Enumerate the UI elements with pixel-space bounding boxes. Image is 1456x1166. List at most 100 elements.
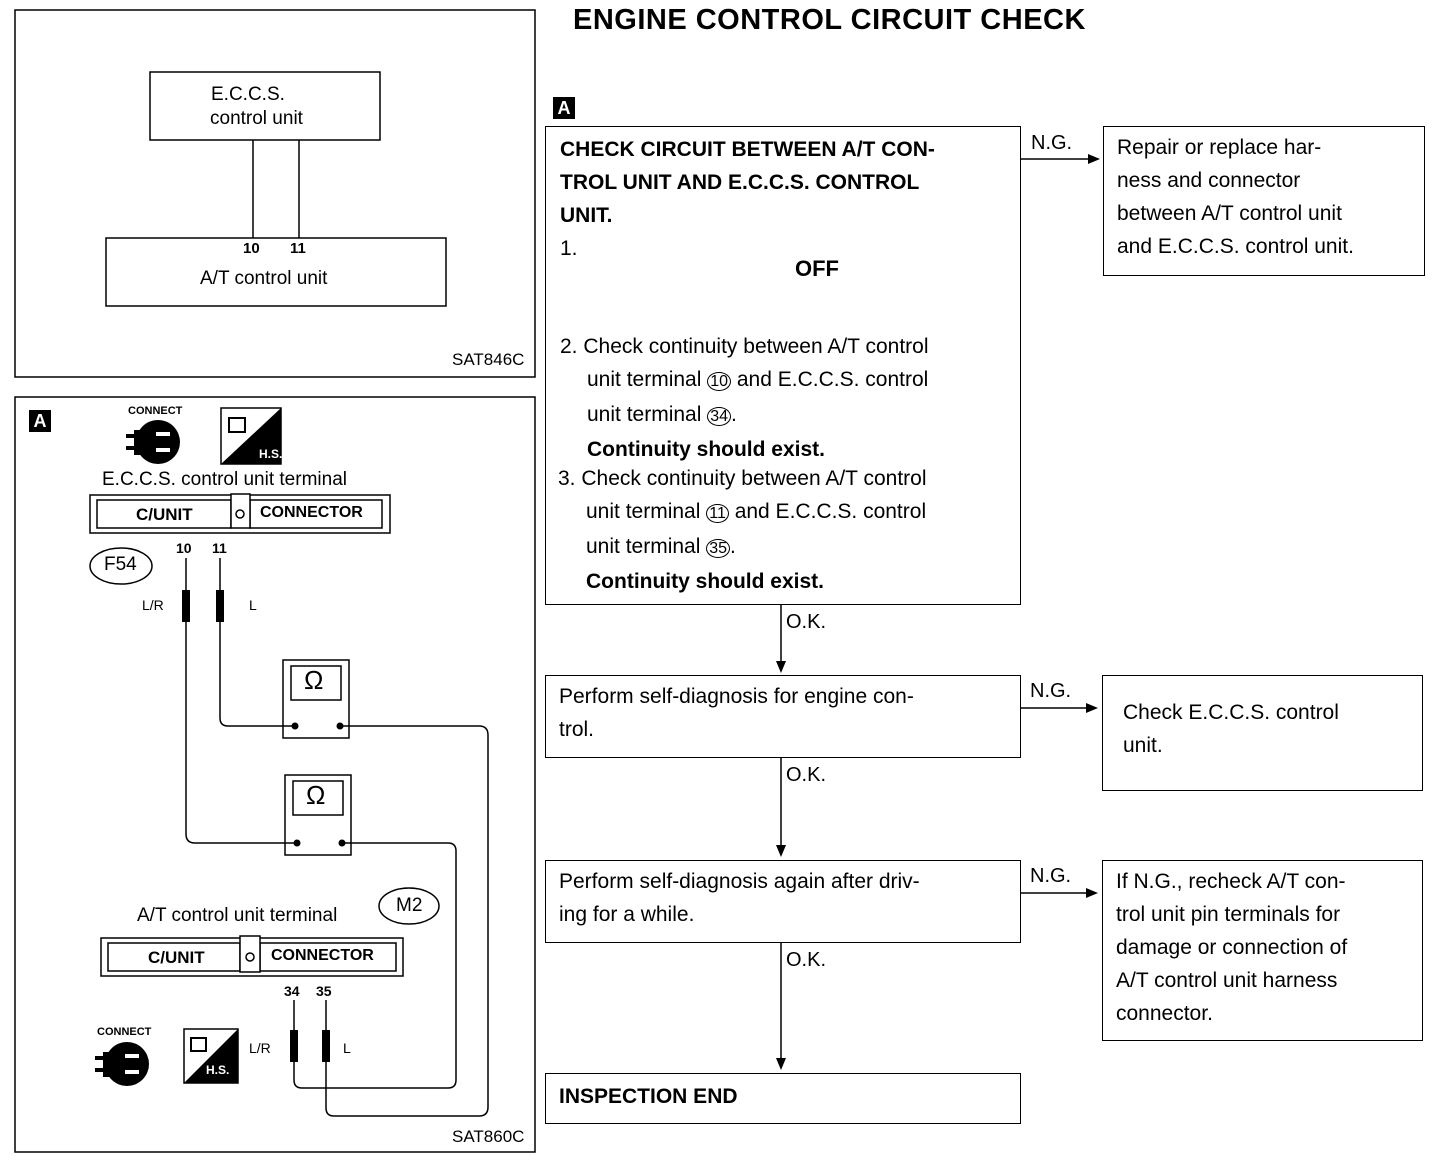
item3-terminal-35: 35 [706, 539, 731, 558]
ng3-line-1: If N.G., recheck A/T con- [1116, 870, 1346, 893]
ng3-line-2: trol unit pin terminals for [1116, 903, 1341, 926]
terminal-35-label: 35 [316, 983, 332, 999]
section-badge-left: A [29, 410, 51, 432]
probe-35 [322, 1000, 330, 1062]
top-panel-frame [14, 9, 536, 378]
wire-l-label-2: L [343, 1040, 351, 1056]
page-title: ENGINE CONTROL CIRCUIT CHECK [573, 4, 1086, 36]
ng-label-2: N.G. [1030, 680, 1072, 702]
hs-icon [220, 407, 282, 465]
connect-label: CONNECT [128, 405, 183, 417]
lead-lower-meter-to-34 [293, 842, 457, 1089]
hs-icon-2 [183, 1028, 239, 1084]
arrow-ok-2 [776, 757, 786, 857]
item2-terminal-10: 10 [707, 372, 732, 391]
step2-line-2: trol. [559, 718, 595, 741]
ohm-symbol-lower: Ω [306, 780, 326, 810]
eccs-unit-box [149, 71, 381, 141]
item2-l3b: . [731, 403, 737, 426]
ignition-off-label: OFF [795, 256, 839, 281]
ng2-line-1: Check E.C.C.S. control [1123, 701, 1339, 724]
eccs-unit-label-2: control unit [210, 108, 303, 129]
ohmmeter-upper [282, 659, 350, 739]
item2-terminal-34: 34 [707, 407, 732, 426]
hs-label-2: H.S. [206, 1063, 230, 1077]
ng-label-3: N.G. [1030, 865, 1072, 887]
lead-l-to-upper-meter [219, 622, 295, 727]
step1-item1-num: 1. [560, 237, 578, 260]
end-text: INSPECTION END [559, 1085, 738, 1108]
ng2-box: Check E.C.C.S. control unit. [1102, 675, 1423, 791]
terminal-10-label: 10 [176, 540, 192, 556]
ng1-box: Repair or replace har- ness and connecto… [1103, 126, 1425, 276]
f54-oval [89, 547, 153, 585]
ng2-line-2: unit. [1123, 734, 1163, 757]
terminal-11-label: 11 [212, 540, 227, 556]
item3-terminal-11: 11 [706, 504, 729, 523]
item3-l3a: unit terminal [586, 535, 701, 558]
arrow-ng-2 [1020, 703, 1098, 713]
arrow-ok-3 [776, 942, 786, 1070]
ok-label-2: O.K. [786, 764, 827, 786]
item3-num: 3. [558, 467, 576, 490]
c-unit-label-1: C/UNIT [136, 505, 193, 524]
connect-icon-2 [95, 1042, 149, 1086]
ohm-symbol-upper: Ω [304, 665, 324, 695]
terminal-34-label: 34 [284, 983, 300, 999]
item2-l2b: and E.C.C.S. control [736, 368, 929, 391]
section-badge-flow: A [553, 97, 575, 119]
step3-box: Perform self-diagnosis again after driv-… [545, 860, 1021, 943]
arrow-ok-1 [776, 604, 786, 673]
probe-10 [182, 558, 190, 622]
eccs-connector-graphic [89, 493, 391, 534]
ok-label-1: O.K. [786, 611, 827, 633]
connector-m2-label: M2 [396, 895, 423, 916]
ng1-line-3: between A/T control unit [1117, 202, 1342, 225]
wire-l-label: L [249, 597, 257, 613]
at-connector-graphic [100, 935, 404, 977]
lead-lr-to-lower-meter [185, 622, 297, 844]
step3-line-2: ing for a while. [559, 903, 695, 926]
pin-label-10: 10 [243, 240, 260, 257]
wire-lr-label-2: L/R [249, 1040, 271, 1056]
step1-heading-3: UNIT. [560, 204, 613, 227]
ok-label-3: O.K. [786, 949, 827, 971]
ng1-line-1: Repair or replace har- [1117, 136, 1322, 159]
ng3-box: If N.G., recheck A/T con- trol unit pin … [1102, 860, 1423, 1041]
end-box: INSPECTION END [545, 1073, 1021, 1124]
connector-f54-label: F54 [104, 554, 137, 575]
arrow-ng-1 [1020, 154, 1100, 164]
ng3-line-5: connector. [1116, 1002, 1213, 1025]
item2-line1: Check continuity between A/T control [583, 335, 929, 358]
hs-label: H.S. [259, 447, 283, 461]
step3-line-1: Perform self-diagnosis again after driv- [559, 870, 920, 893]
eccs-terminal-label: E.C.C.S. control unit terminal [102, 469, 347, 490]
item3-l3b: . [730, 535, 736, 558]
probe-11 [216, 558, 224, 622]
c-unit-label-2: C/UNIT [148, 948, 205, 967]
ng1-line-4: and E.C.C.S. control unit. [1117, 235, 1354, 258]
at-terminal-label: A/T control unit terminal [137, 905, 338, 926]
connector-label-1: CONNECTOR [260, 504, 363, 521]
figure-code-bottom: SAT860C [452, 1127, 525, 1146]
item2-result: Continuity should exist. [587, 438, 826, 461]
probe-34 [290, 1000, 298, 1062]
ng3-line-4: A/T control unit harness [1116, 969, 1338, 992]
connect-icon [126, 420, 180, 464]
step1-heading-2: TROL UNIT AND E.C.C.S. CONTROL [560, 171, 920, 194]
item3-result: Continuity should exist. [586, 570, 825, 593]
connector-label-2: CONNECTOR [271, 947, 374, 964]
item3-line1: Check continuity between A/T control [581, 467, 927, 490]
at-unit-box [105, 237, 447, 307]
step2-box: Perform self-diagnosis for engine con- t… [545, 675, 1021, 758]
item2-num: 2. [560, 335, 578, 358]
eccs-unit-label-1: E.C.C.S. [211, 84, 285, 105]
lead-upper-meter-to-35 [325, 725, 489, 1117]
ng-label-1: N.G. [1031, 132, 1073, 154]
step1-item2: 2. Check continuity between A/T control … [560, 330, 929, 466]
step1-heading-1: CHECK CIRCUIT BETWEEN A/T CON- [560, 138, 935, 161]
ohmmeter-lower [284, 774, 352, 856]
ng1-line-2: ness and connector [1117, 169, 1301, 192]
ng3-line-3: damage or connection of [1116, 936, 1348, 959]
at-unit-label: A/T control unit [200, 268, 328, 289]
